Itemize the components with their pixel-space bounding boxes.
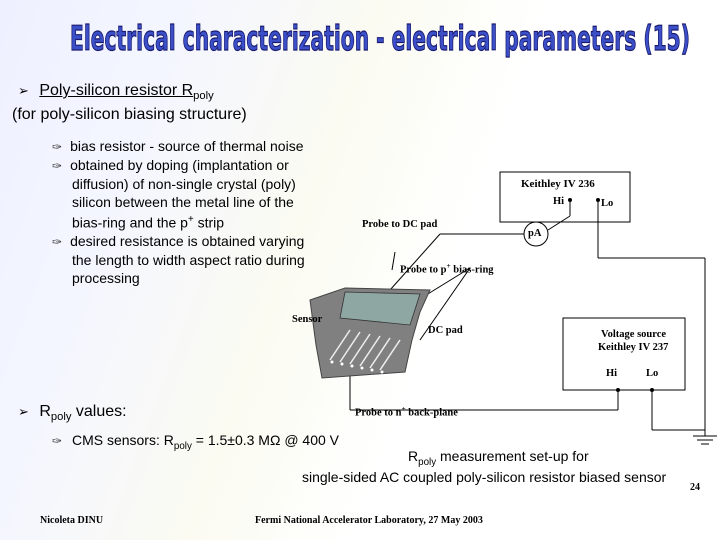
section2-heading: ➢ Rpoly values: — [18, 403, 127, 424]
slide-title: Electrical characterization - electrical… — [70, 19, 690, 59]
pen-bullet-icon: ✑ — [52, 234, 63, 249]
probe-back-plane-label: Probe to n+ back-plane — [355, 404, 458, 419]
hi-top-label: Hi — [553, 196, 565, 207]
bullet-list: ✑bias resistor - source of thermal noise… — [52, 137, 305, 287]
lo-top-label: Lo — [601, 198, 614, 209]
footer-lab: Fermi National Accelerator Laboratory, 2… — [255, 515, 483, 526]
keithley-236-label: Keithley IV 236 — [521, 178, 595, 190]
voltage-source-label: Voltage source — [601, 329, 667, 340]
list-item-continuation: processing — [72, 269, 140, 286]
list-item: ✑obtained by doping (implantation or — [52, 157, 289, 173]
sensor-image — [309, 287, 431, 379]
section1-heading-text: Poly-silicon resistor R — [39, 82, 194, 99]
pa-meter-label: pA — [528, 228, 542, 239]
pen-bullet-icon: ✑ — [52, 434, 63, 448]
cms-values: ✑ CMS sensors: Rpoly = 1.5±0.3 MΩ @ 400 … — [52, 432, 340, 452]
probe-bias-ring-label: Probe to p+ bias-ring — [400, 261, 494, 276]
footer-author: Nicoleta DINU — [40, 515, 104, 526]
hi-bottom-label: Hi — [606, 368, 618, 379]
arrow-bullet-icon: ➢ — [18, 84, 29, 99]
diagram-caption-line1: Rpoly measurement set-up for — [408, 448, 589, 468]
slide-title-graphic: Electrical characterization - electrical… — [69, 18, 690, 59]
diagram-caption-line2: single-sided AC coupled poly-silicon res… — [302, 469, 667, 485]
pen-bullet-icon: ✑ — [52, 159, 63, 173]
list-item: ✑bias resistor - source of thermal noise — [52, 138, 304, 154]
list-item-continuation: diffusion) of non-single crystal (poly) — [72, 176, 296, 192]
list-item: ✑desired resistance is obtained varying — [52, 232, 305, 249]
section1-subheading: (for poly-silicon biasing structure) — [12, 106, 247, 123]
sensor-label: Sensor — [292, 314, 323, 325]
section1-heading-sub: poly — [193, 90, 214, 103]
dc-pad-label: DC pad — [428, 325, 463, 336]
page-number: 24 — [690, 482, 700, 493]
keithley-237-label: Keithley IV 237 — [598, 342, 669, 353]
pen-bullet-icon: ✑ — [52, 140, 63, 154]
probe-dc-label: Probe to DC pad — [362, 219, 438, 230]
list-item-continuation: bias-ring and the p+ strip — [72, 214, 225, 231]
lo-bottom-label: Lo — [646, 368, 659, 379]
arrow-bullet-icon: ➢ — [18, 405, 29, 420]
list-item-continuation: silicon between the metal line of the — [72, 194, 294, 210]
list-item-continuation: the length to width aspect ratio during — [72, 251, 305, 268]
section1-heading: ➢ Poly-silicon resistor Rpoly — [18, 82, 214, 102]
